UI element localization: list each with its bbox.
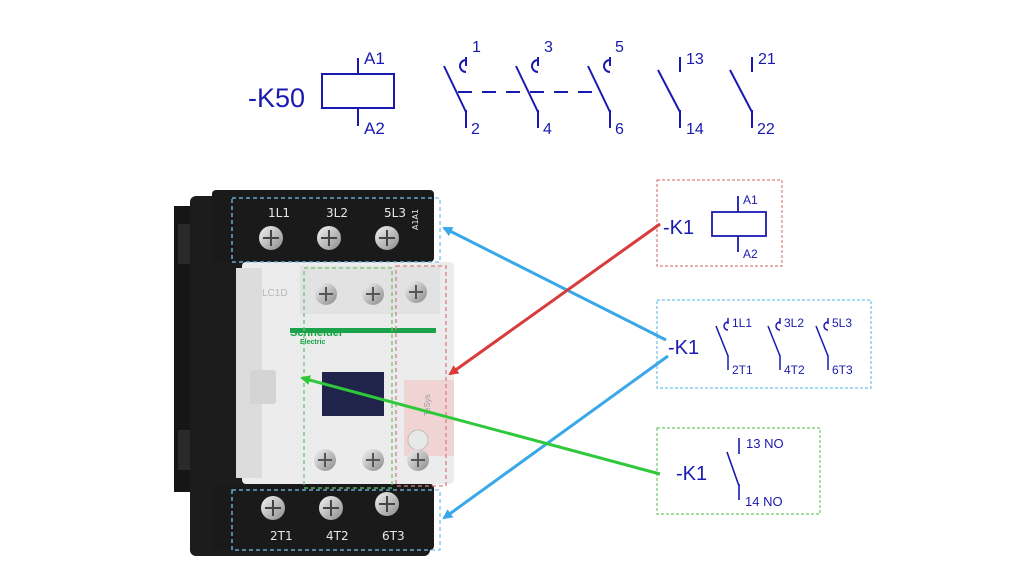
legend-power-symbols: [715, 318, 829, 370]
legend-coil-symbol: [711, 196, 767, 252]
power-bottom-highlight-box: [231, 489, 441, 551]
aux-bottom-screws: [314, 449, 429, 471]
k50-nc-top-label: 21: [758, 51, 776, 68]
blue-arrow-to-top-terminals: [442, 226, 667, 342]
top-terminal-1l1-label: 1L1: [268, 206, 290, 220]
aux-top-screws: [315, 281, 427, 305]
k50-pole-2-top-label: 3: [544, 39, 553, 56]
k50-pole-3-top-label: 5: [615, 39, 624, 56]
k50-pole-1: 1 2: [443, 39, 481, 138]
legend-power-box: [656, 299, 872, 389]
k50-coil-a2-label: A2: [364, 119, 385, 138]
legend-coil-a2-label: A2: [743, 247, 758, 261]
top-terminal-block: [212, 190, 434, 262]
k50-no-top-label: 13: [686, 51, 704, 68]
k50-coil-a1-label: A1: [364, 49, 385, 68]
bottom-terminal-6t3-label: 6T3: [382, 529, 405, 543]
legend-power-pole-3-bottom: 6T3: [832, 363, 853, 377]
k50-no-contact: 13 14: [657, 51, 704, 138]
legend-power-pole-2-top: 3L2: [784, 316, 804, 330]
power-top-highlight-box: [231, 197, 441, 263]
k50-pole-3-bottom-label: 6: [615, 121, 624, 138]
blue-arrow-to-bottom-terminals: [442, 354, 669, 520]
top-terminal-5l3-label: 5L3: [384, 206, 406, 220]
k50-pole-2: 3 4: [515, 39, 553, 138]
legend-power-pole-3-top: 5L3: [832, 316, 852, 330]
k50-pole-1-top-label: 1: [472, 39, 481, 56]
k50-pole-1-bottom-label: 2: [471, 121, 480, 138]
bottom-terminal-2t1-label: 2T1: [270, 529, 293, 543]
coil-highlight-box: [395, 265, 447, 487]
k50-no-bottom-label: 14: [686, 121, 704, 138]
legend-aux-symbol: [726, 438, 740, 500]
legend-power-tag: -K1: [668, 337, 699, 359]
contactor-illustration: 1L1 3L2 5L3 A1A1 LC1D Schneider Electric…: [174, 190, 454, 556]
contact-window: [322, 372, 384, 416]
legend-power-pole-2-bottom: 4T2: [784, 363, 805, 377]
green-arrow-to-aux: [300, 375, 661, 476]
legend-aux-top-label: 13 NO: [746, 436, 784, 451]
legend-aux-tag: -K1: [676, 463, 707, 485]
legend-coil-box: [656, 179, 783, 267]
brand-sub-label: Electric: [300, 339, 325, 346]
k50-pole-3: 5 6: [587, 39, 624, 138]
legend-aux-bottom-label: 14 NO: [745, 494, 783, 509]
k50-pole-2-bottom-label: 4: [543, 121, 552, 138]
k50-nc-bottom-label: 22: [757, 121, 775, 138]
bottom-terminal-screws: [261, 492, 399, 520]
legend-power-pole-1-bottom: 2T1: [732, 363, 753, 377]
k50-coil-symbol: A1 A2: [321, 49, 395, 138]
series-label: TeSys: [423, 394, 432, 416]
model-label: LC1D: [262, 288, 288, 299]
legend-coil: -K1 A1 A2: [656, 179, 783, 267]
k50-nc-contact: 21 22: [729, 51, 776, 138]
top-terminal-screws: [259, 226, 399, 250]
legend-power: -K1 1L1 2T1 3L2 4T2 5L3 6T3: [656, 299, 872, 389]
legend-power-pole-1-top: 1L1: [732, 316, 752, 330]
legend-coil-tag: -K1: [663, 217, 694, 239]
k50-tag: -K50: [248, 83, 305, 113]
bottom-terminal-4t2-label: 4T2: [326, 529, 349, 543]
legend-aux: -K1 13 NO 14 NO: [656, 427, 821, 515]
brand-stripe: [290, 328, 436, 333]
side-code-label: A1A1: [411, 209, 420, 230]
red-arrow-to-coil: [448, 222, 661, 376]
top-symbol: -K50 A1 A2 1 2 3 4: [248, 39, 776, 138]
legend-aux-box: [656, 427, 821, 515]
legend-coil-a1-label: A1: [743, 193, 758, 207]
top-terminal-3l2-label: 3L2: [326, 206, 348, 220]
